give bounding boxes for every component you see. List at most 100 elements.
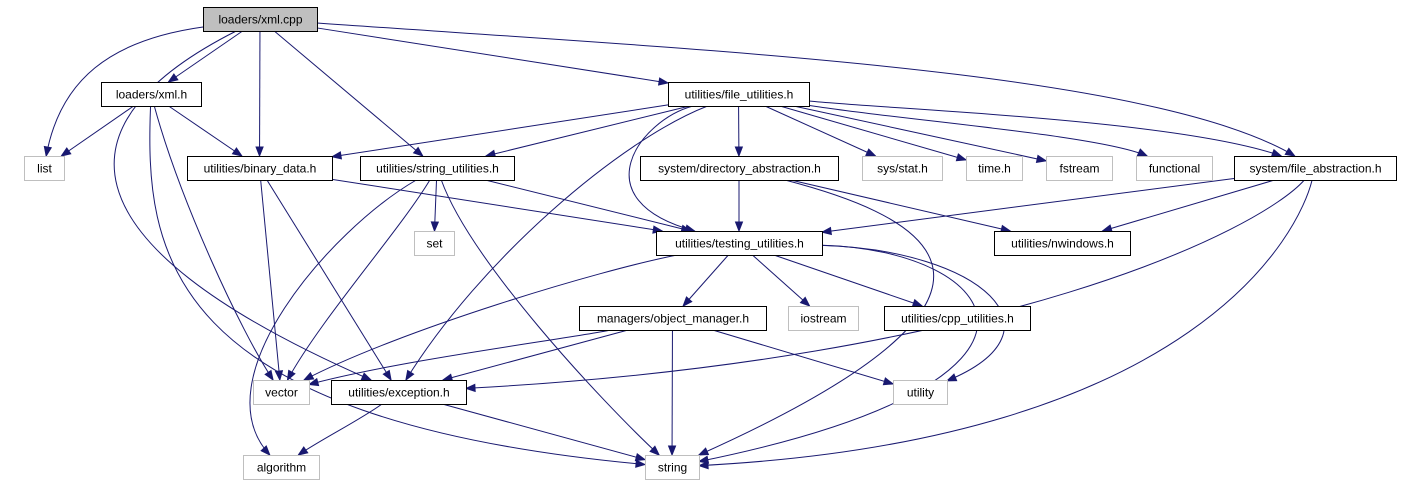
node-label: functional	[1149, 162, 1200, 176]
node-label: system/file_abstraction.h	[1249, 162, 1381, 176]
node-label: managers/object_manager.h	[597, 312, 749, 326]
node-box	[994, 231, 1131, 256]
node-time-h: time.h	[966, 156, 1023, 181]
node-box	[203, 7, 318, 32]
node-label: fstream	[1059, 162, 1099, 176]
edge-line	[287, 179, 431, 381]
node-loaders-xml-h[interactable]: loaders/xml.h	[101, 82, 202, 107]
edge-testing_utilities_h-to-object_manager_h	[682, 254, 729, 308]
node-binary-data-h[interactable]: utilities/binary_data.h	[187, 156, 333, 181]
edge-line	[308, 329, 612, 385]
edge-line	[61, 105, 134, 157]
node-box	[893, 380, 948, 405]
edge-arrowhead	[945, 373, 958, 382]
node-box	[101, 82, 202, 107]
edge-testing_utilities_h-to-string	[697, 244, 979, 464]
node-file-utilities-h[interactable]: utilities/file_utilities.h	[668, 82, 810, 107]
edge-line	[153, 105, 274, 381]
edge-string_utilities_h-to-vector	[286, 179, 431, 382]
edge-arrowhead	[734, 146, 744, 158]
edge-arrowhead	[302, 371, 315, 381]
edge-arrowhead	[297, 446, 309, 456]
node-label: loaders/xml.cpp	[218, 13, 302, 27]
edge-line	[440, 179, 660, 456]
edge-file_utilities_h-to-sys_stat_h	[764, 105, 877, 157]
node-exception-h[interactable]: utilities/exception.h	[331, 380, 467, 405]
edge-file_abstraction_h-to-nwindows_h	[1101, 179, 1275, 233]
edge-line	[442, 403, 646, 461]
node-algorithm: algorithm	[243, 455, 320, 480]
node-label: utilities/binary_data.h	[204, 162, 317, 176]
node-box	[360, 156, 515, 181]
node-iostream: iostream	[788, 306, 859, 331]
edge-object_manager_h-to-utility	[712, 329, 895, 386]
edge-file_utilities_h-to-directory_abstraction_h	[734, 105, 744, 158]
edge-arrowhead	[307, 377, 320, 387]
edge-loaders_xml_cpp-to-file_utilities_h	[316, 27, 670, 86]
edge-arrowhead	[1035, 154, 1048, 163]
edge-line	[790, 179, 1011, 232]
edge-line	[779, 105, 967, 161]
node-list: list	[24, 156, 65, 181]
node-set: set	[414, 231, 455, 256]
node-box	[187, 156, 333, 181]
edge-arrowhead	[911, 298, 924, 307]
edge-line	[808, 100, 1282, 157]
node-file-abstraction-h[interactable]: system/file_abstraction.h	[1234, 156, 1397, 181]
edge-line	[298, 403, 383, 456]
node-box	[243, 455, 320, 480]
edge-line	[316, 22, 1296, 157]
edge-arrowhead	[382, 369, 392, 382]
node-label: utilities/exception.h	[348, 386, 449, 400]
node-object-manager-h[interactable]: managers/object_manager.h	[579, 306, 767, 331]
edge-arrowhead	[405, 369, 415, 382]
edge-line	[331, 178, 663, 232]
edge-file_utilities_h-to-exception_h	[405, 105, 708, 382]
edge-arrowhead	[1284, 147, 1296, 157]
edge-line	[628, 105, 695, 232]
node-label: utilities/string_utilities.h	[376, 162, 499, 176]
node-loaders-xml-cpp[interactable]: loaders/xml.cpp	[203, 7, 318, 32]
node-label: utilities/cpp_utilities.h	[901, 312, 1014, 326]
edge-arrowhead	[260, 445, 271, 457]
edge-arrowhead	[1136, 148, 1149, 157]
edge-testing_utilities_h-to-vector	[302, 254, 678, 381]
node-label: sys/stat.h	[877, 162, 928, 176]
edge-line	[752, 254, 810, 307]
edge-arrowhead	[286, 369, 296, 382]
node-cpp-utilities-h[interactable]: utilities/cpp_utilities.h	[884, 306, 1031, 331]
edge-loaders_xml_h-to-binary_data_h	[168, 105, 244, 157]
edge-line	[698, 179, 1313, 467]
edge-arrowhead	[682, 296, 693, 308]
edge-arrowhead	[1270, 148, 1283, 157]
edge-line	[821, 178, 1235, 233]
node-label: string	[658, 461, 687, 475]
edge-loaders_xml_cpp-to-binary_data_h	[255, 30, 264, 158]
edge-object_manager_h-to-exception_h	[441, 329, 629, 382]
edge-testing_utilities_h-to-utility	[821, 244, 1005, 382]
edge-line	[793, 105, 1047, 162]
edge-string_utilities_h-to-string	[440, 179, 661, 456]
edge-loaders_xml_cpp-to-exception_h	[113, 30, 373, 381]
edge-arrowhead	[464, 383, 476, 393]
edge-line	[682, 254, 729, 307]
edge-object_manager_h-to-vector	[307, 329, 612, 387]
node-label: utilities/testing_utilities.h	[675, 237, 804, 251]
node-box	[24, 156, 65, 181]
node-label: system/directory_abstraction.h	[658, 162, 821, 176]
edge-arrowhead	[231, 147, 244, 157]
node-directory-abstraction-h[interactable]: system/directory_abstraction.h	[640, 156, 839, 181]
node-string-utilities-h[interactable]: utilities/string_utilities.h	[360, 156, 515, 181]
node-label: vector	[265, 386, 298, 400]
node-box	[862, 156, 943, 181]
node-label: time.h	[978, 162, 1011, 176]
edge-line	[273, 30, 424, 157]
edge-arrowhead	[865, 148, 877, 157]
edge-line	[821, 244, 1005, 382]
node-box	[668, 82, 810, 107]
edge-line	[45, 26, 204, 157]
edge-line	[266, 179, 392, 381]
node-nwindows-h[interactable]: utilities/nwindows.h	[994, 231, 1131, 256]
node-testing-utilities-h[interactable]: utilities/testing_utilities.h	[656, 231, 823, 256]
edge-object_manager_h-to-string	[667, 329, 677, 457]
